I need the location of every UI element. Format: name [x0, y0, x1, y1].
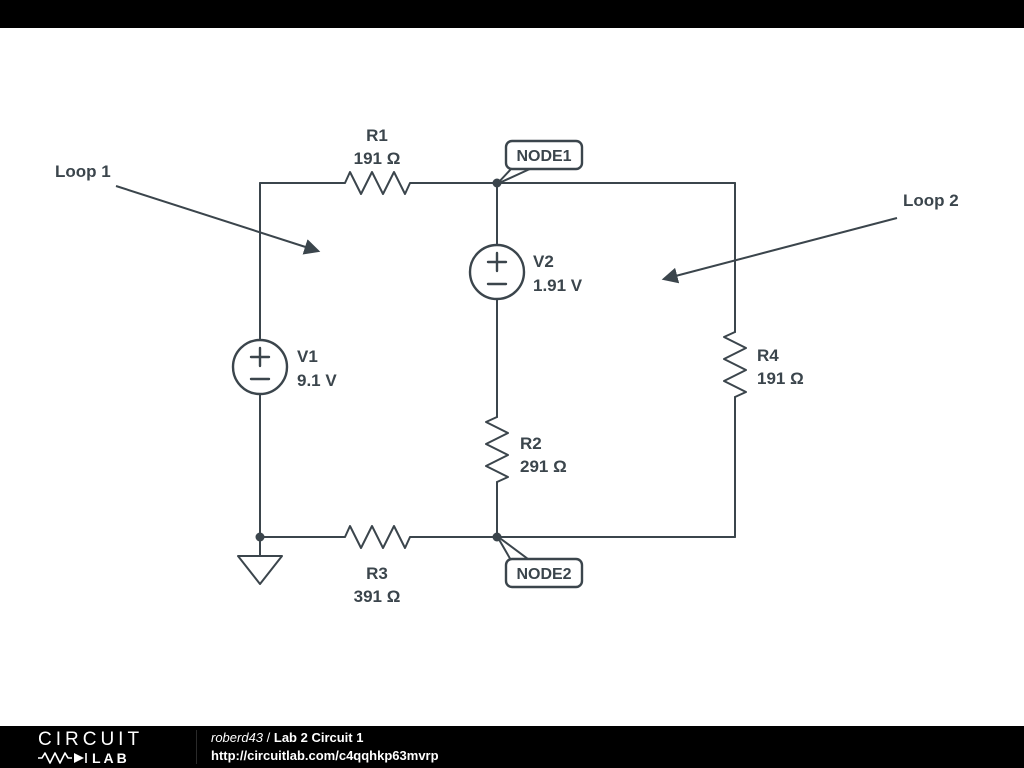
resistor-r2[interactable] — [485, 416, 509, 483]
plus-icon — [486, 251, 508, 273]
circuit-url[interactable]: http://circuitlab.com/c4qqhkp63mvrp — [211, 748, 439, 763]
v2-name-label: V2 — [533, 252, 554, 271]
node2-label-callout[interactable]: NODE2 — [496, 535, 584, 589]
r4-value-label: 191 Ω — [757, 369, 804, 388]
v1-name-label: V1 — [297, 347, 318, 366]
top-bar — [0, 0, 1024, 28]
loop1-label: Loop 1 — [55, 162, 111, 181]
author-name: roberd43 — [211, 730, 264, 745]
r2-name-label: R2 — [520, 434, 542, 453]
loop2-arrow — [661, 217, 898, 284]
voltage-source-v1[interactable] — [231, 338, 289, 396]
logo-resistor-icon — [38, 751, 87, 764]
r2-value-label: 291 Ω — [520, 457, 567, 476]
r3-value-label: 391 Ω — [354, 587, 401, 606]
loop2-label: Loop 2 — [903, 191, 959, 210]
circuit-title: Lab 2 Circuit 1 — [273, 730, 364, 745]
r1-name-label: R1 — [366, 126, 388, 145]
node1-label-text: NODE1 — [516, 148, 571, 165]
v2-value-label: 1.91 V — [533, 276, 583, 295]
r4-name-label: R4 — [757, 346, 779, 365]
footer-divider — [196, 730, 197, 764]
logo-circuit-text: CIRCUIT — [38, 728, 144, 750]
footer-meta: roberd43 / Lab 2 Circuit 1 http://circui… — [211, 729, 439, 765]
loop1-arrow — [115, 185, 321, 255]
v1-value-label: 9.1 V — [297, 371, 337, 390]
wire-bottom-with-resistor-r3 — [259, 525, 736, 549]
resistor-r4[interactable] — [723, 331, 747, 398]
circuitlab-logo: CIRCUIT LAB — [0, 730, 190, 765]
footer-bar: CIRCUIT LAB roberd43 / Lab 2 Circuit 1 h… — [0, 726, 1024, 768]
circuit-title-line: roberd43 / Lab 2 Circuit 1 — [211, 729, 439, 747]
voltage-source-v2[interactable] — [468, 243, 526, 301]
ground-symbol[interactable] — [237, 537, 283, 585]
node2-label-text: NODE2 — [516, 566, 571, 583]
r1-value-label: 191 Ω — [354, 149, 401, 168]
r3-name-label: R3 — [366, 564, 388, 583]
junction-dot-ground — [255, 532, 265, 542]
title-separator: / — [263, 730, 274, 745]
plus-icon — [249, 346, 271, 368]
wire-top-with-resistor-r1 — [259, 171, 736, 195]
logo-lab-text: LAB — [92, 749, 130, 766]
node1-label-callout[interactable]: NODE1 — [496, 139, 584, 185]
